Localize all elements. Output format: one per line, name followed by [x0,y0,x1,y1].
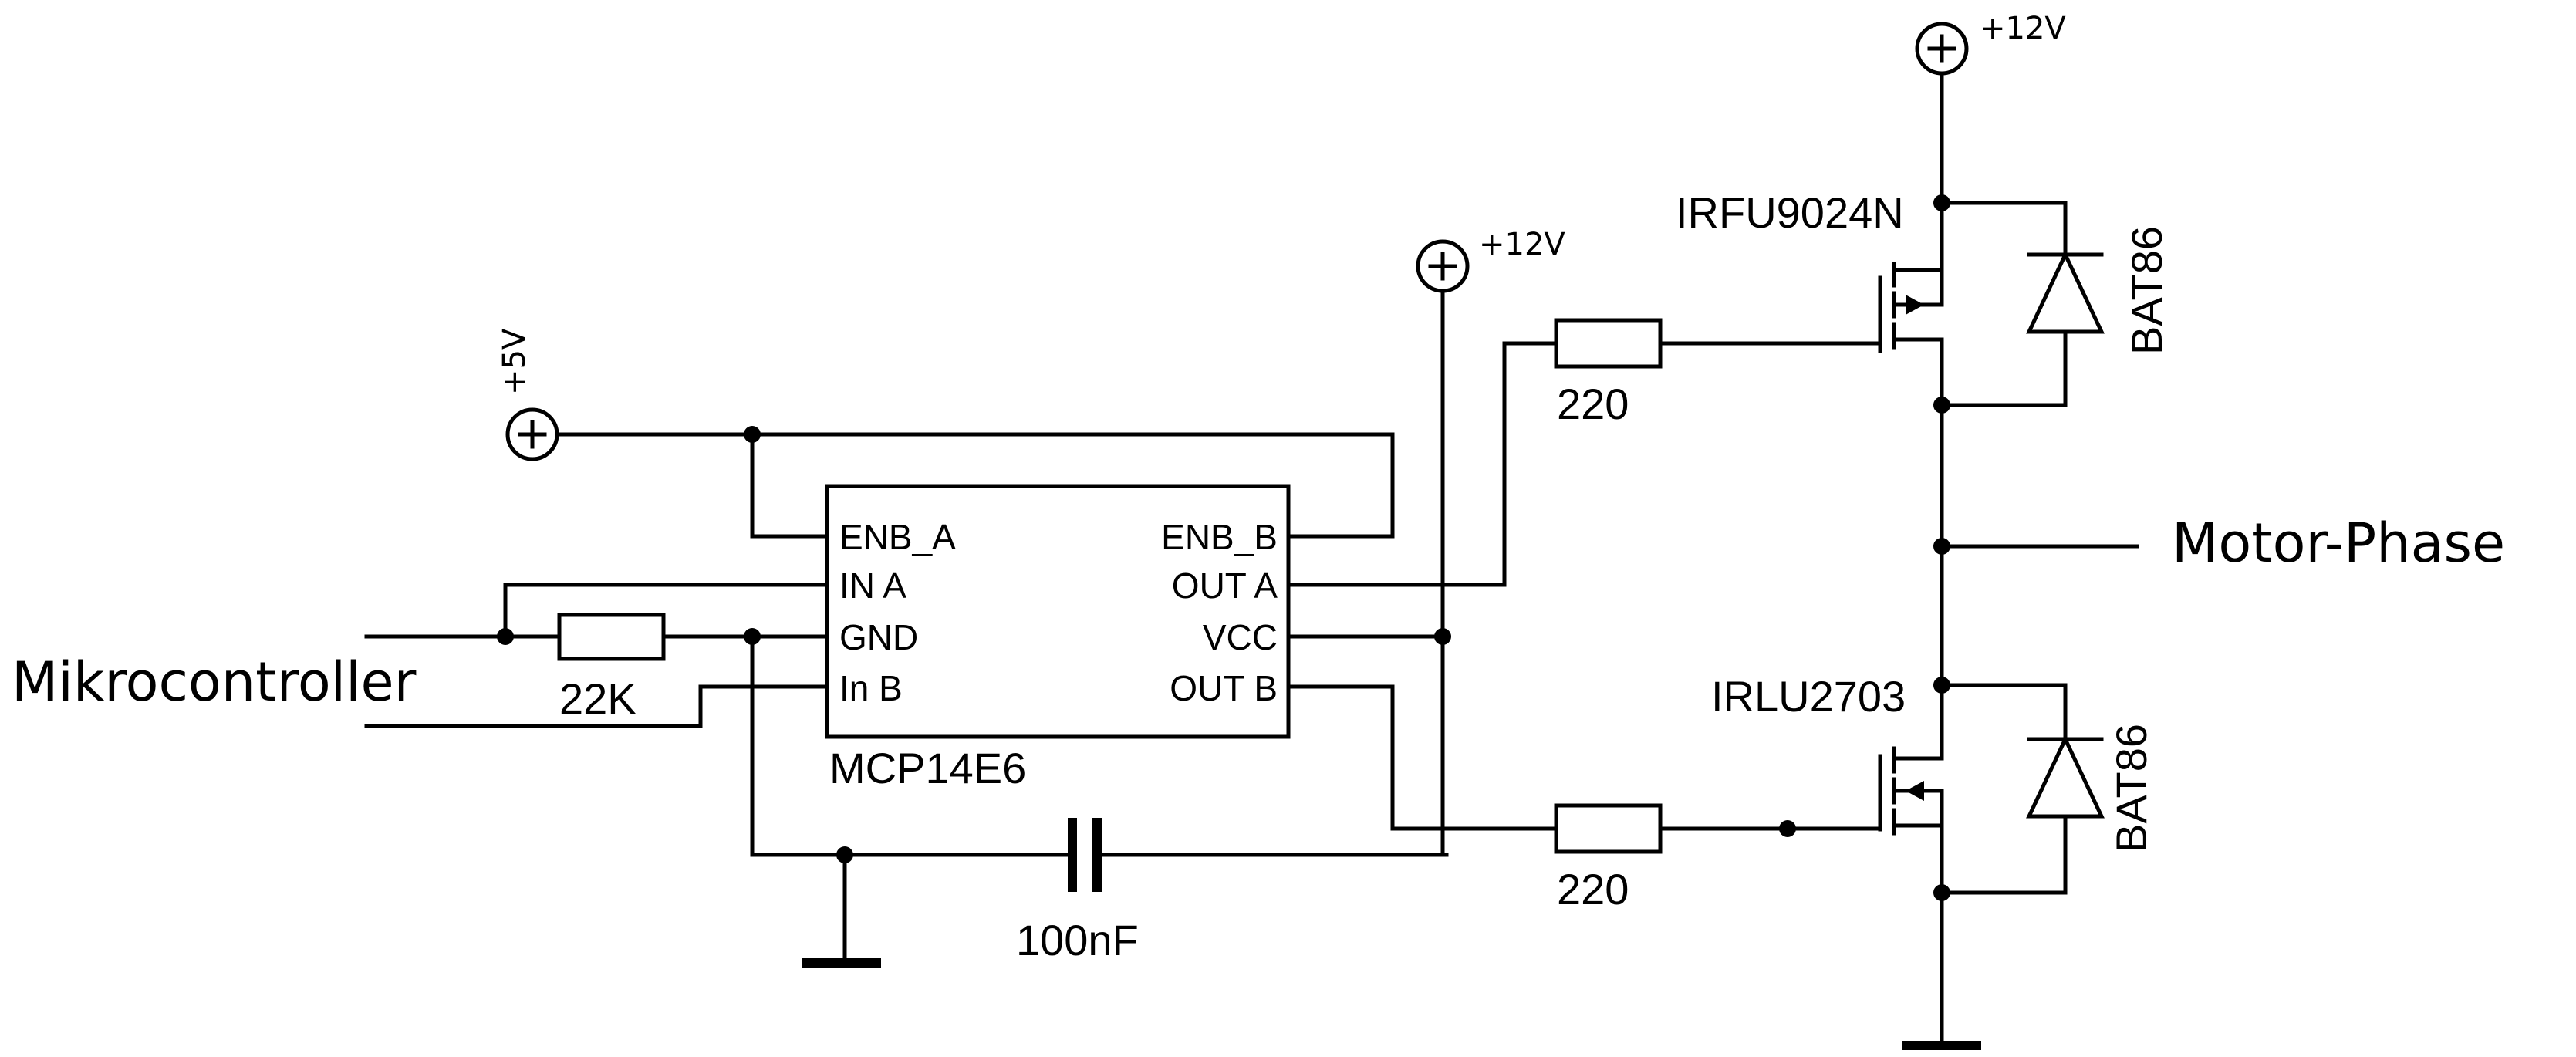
capacitor-100nf-label: 100nF [1016,916,1139,964]
resistor-220-a [1554,318,1882,369]
pin-gnd: GND [839,617,918,657]
mosfet-low-label: IRLU2703 [1711,672,1906,721]
capacitor-100nf [1068,818,1449,892]
pin-out-a: OUT A [1172,566,1278,606]
motor-phase-label: Motor-Phase [2172,512,2505,575]
pin-in-a: IN A [839,566,906,606]
resistor-220-a-label: 220 [1557,380,1629,428]
pin-enb-b: ENB_B [1161,517,1278,557]
mosfet-high-label: IRFU9024N [1676,188,1904,237]
supply-12v-driver-label: +12V [1479,227,1565,262]
driver-ic [825,484,1291,739]
resistor-220-b-label: 220 [1557,865,1629,913]
mosfet-high-icon [1878,262,1944,353]
enable-wires [555,432,1395,539]
pin-in-b: In B [839,668,903,708]
ic-name-label: MCP14E6 [829,744,1026,792]
mosfet-low-icon [1878,746,1944,836]
diode-low-label: BAT86 [2107,724,2156,853]
pin-vcc: VCC [1203,617,1278,657]
supply-5v-icon [505,407,559,461]
supply-5v-label: +5V [497,328,532,395]
resistor-22k-label: 22K [559,674,636,723]
ground-rail [750,634,1071,968]
input-wires [364,583,829,728]
diode-high-icon [1940,201,2105,407]
junction-dots [497,194,1950,901]
supply-12v-driver-icon [1416,239,1470,857]
pin-out-b: OUT B [1170,668,1278,708]
supply-12v-top-label: +12V [1980,11,2066,46]
resistor-220-b [1554,803,1882,854]
pin-enb-a: ENB_A [839,517,956,557]
supply-12v-top-icon [1915,22,1969,76]
output-wires [1286,341,1558,831]
mikrocontroller-label: Mikrocontroller [12,650,417,714]
diode-high-label: BAT86 [2122,226,2171,355]
resistor-22k [503,613,829,661]
diode-low-icon [1940,683,2105,895]
